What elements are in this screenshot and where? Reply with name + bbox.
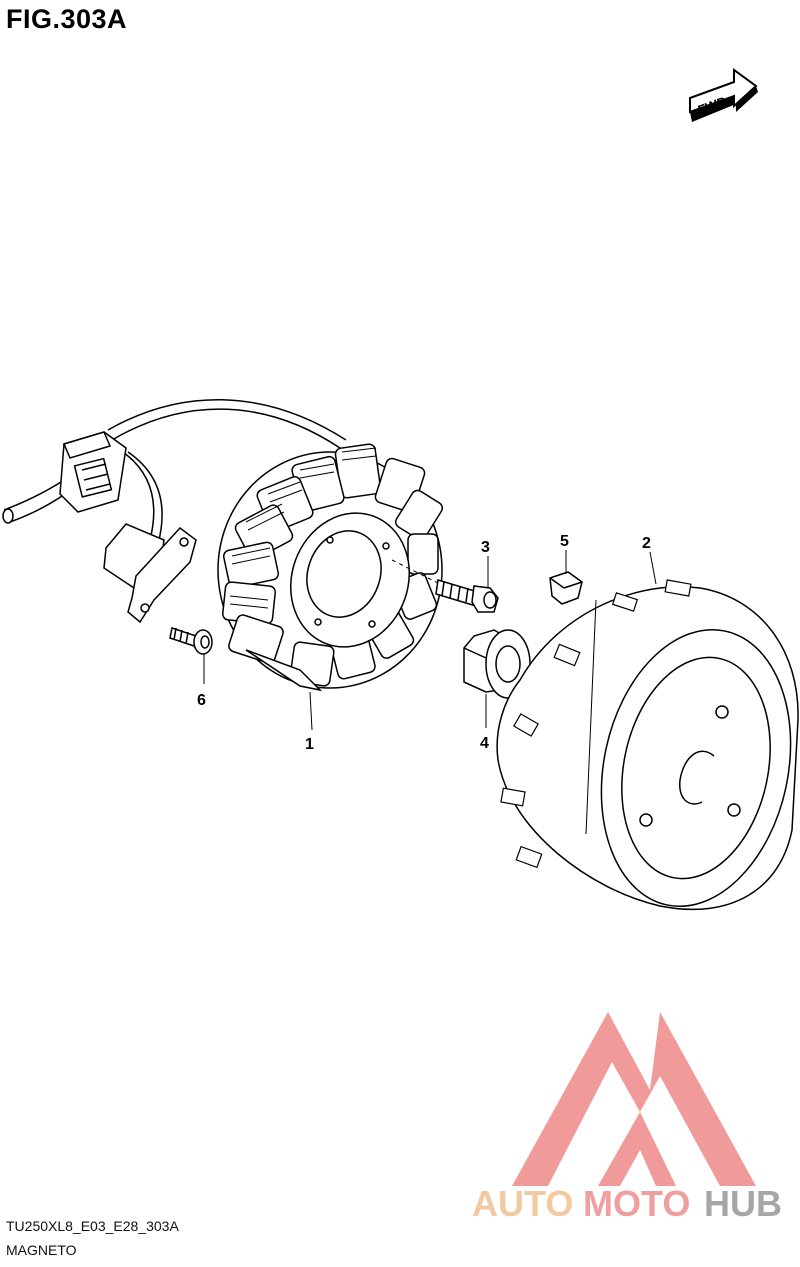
callout-3: 3 [481, 539, 490, 588]
callout-number: 3 [481, 539, 490, 556]
callout-number: 6 [197, 692, 206, 709]
callout-number: 4 [480, 735, 489, 752]
pickup-coil [103, 523, 197, 624]
watermark-logo: AUTO MOTO HUB [472, 1012, 782, 1224]
callout-number: 1 [305, 736, 314, 753]
watermark-hub: HUB [704, 1183, 782, 1224]
bolt-part-3 [391, 559, 499, 613]
callout-5: 5 [560, 533, 569, 574]
fwd-arrow-icon: FWD [689, 68, 758, 122]
stator-part-1 [217, 443, 444, 692]
drawing-code: TU250XL8_E03_E28_303A [6, 1218, 179, 1234]
figure-title: FIG.303A [6, 4, 128, 34]
connector [59, 431, 127, 513]
callout-1: 1 [305, 691, 314, 753]
rotor-part-2 [496, 579, 799, 911]
watermark-auto: AUTO [472, 1183, 573, 1224]
callout-number: 2 [642, 535, 651, 552]
callout-2: 2 [642, 535, 657, 585]
callout-4: 4 [480, 694, 489, 752]
screw-part-6 [169, 627, 213, 655]
callout-number: 5 [560, 533, 569, 550]
callout-6: 6 [197, 654, 206, 709]
key-part-5 [549, 571, 583, 605]
watermark-moto: MOTO [583, 1183, 690, 1224]
drawing-name: MAGNETO [6, 1242, 77, 1258]
